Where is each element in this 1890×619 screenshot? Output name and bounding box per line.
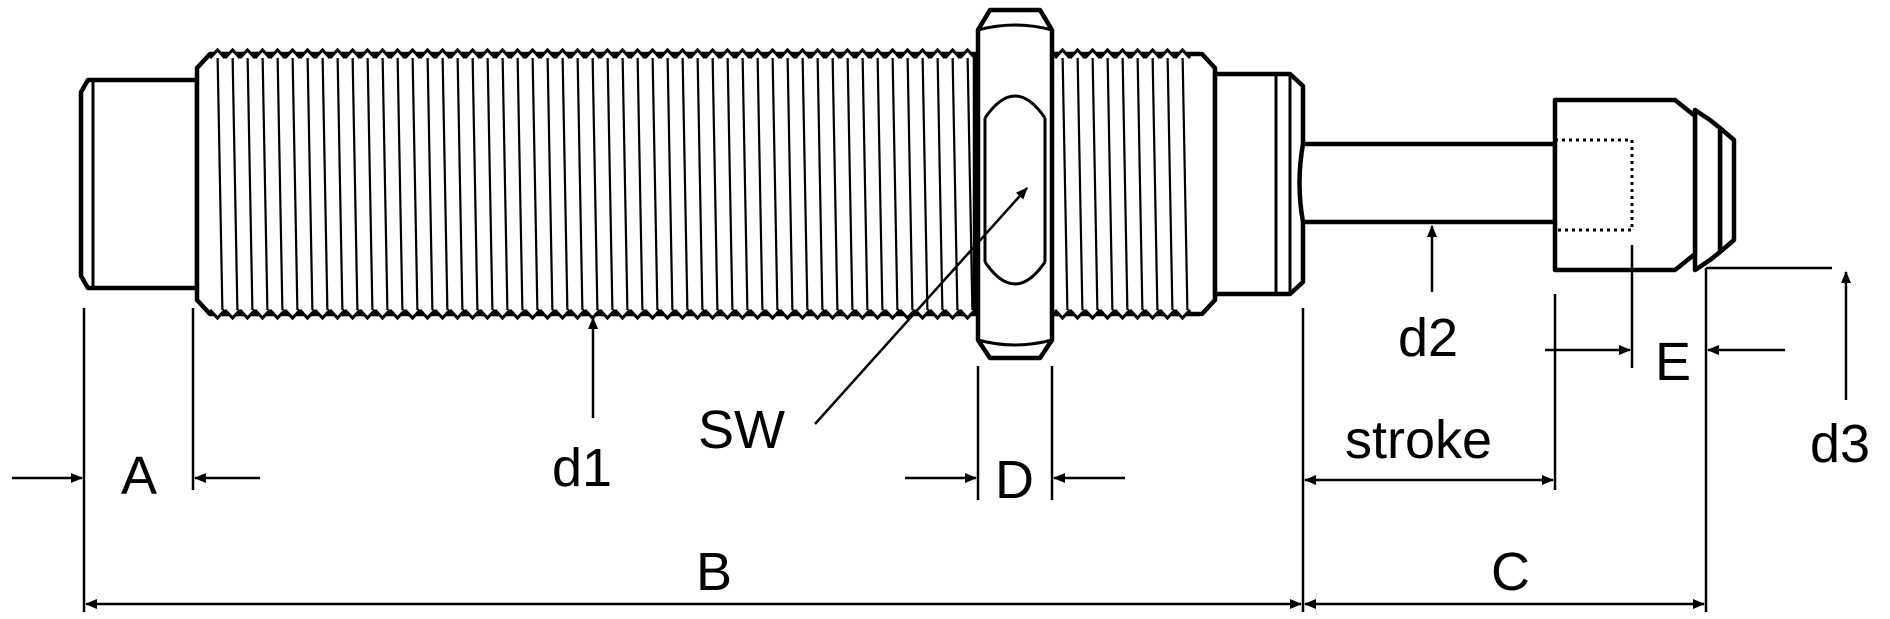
shock-absorber-body <box>78 7 1737 361</box>
label-sw: SW <box>698 400 785 460</box>
lock-nut <box>975 7 1055 361</box>
label-d3: d3 <box>1810 414 1870 474</box>
label-d2: d2 <box>1398 308 1458 368</box>
rear-end-cap <box>78 77 200 291</box>
label-d1: d1 <box>552 438 612 498</box>
label-c: C <box>1491 542 1530 602</box>
piston-rod <box>1297 141 1558 225</box>
label-stroke: stroke <box>1345 410 1492 470</box>
label-b: B <box>696 542 732 602</box>
label-a: A <box>121 446 157 506</box>
threaded-housing <box>194 47 978 321</box>
stop-button <box>1552 97 1737 273</box>
dimension-labels: A d1 SW D d2 E stroke d3 B C <box>121 308 1870 602</box>
label-e: E <box>1655 332 1691 392</box>
dimension-lines <box>12 187 1851 612</box>
label-d: D <box>995 450 1034 510</box>
